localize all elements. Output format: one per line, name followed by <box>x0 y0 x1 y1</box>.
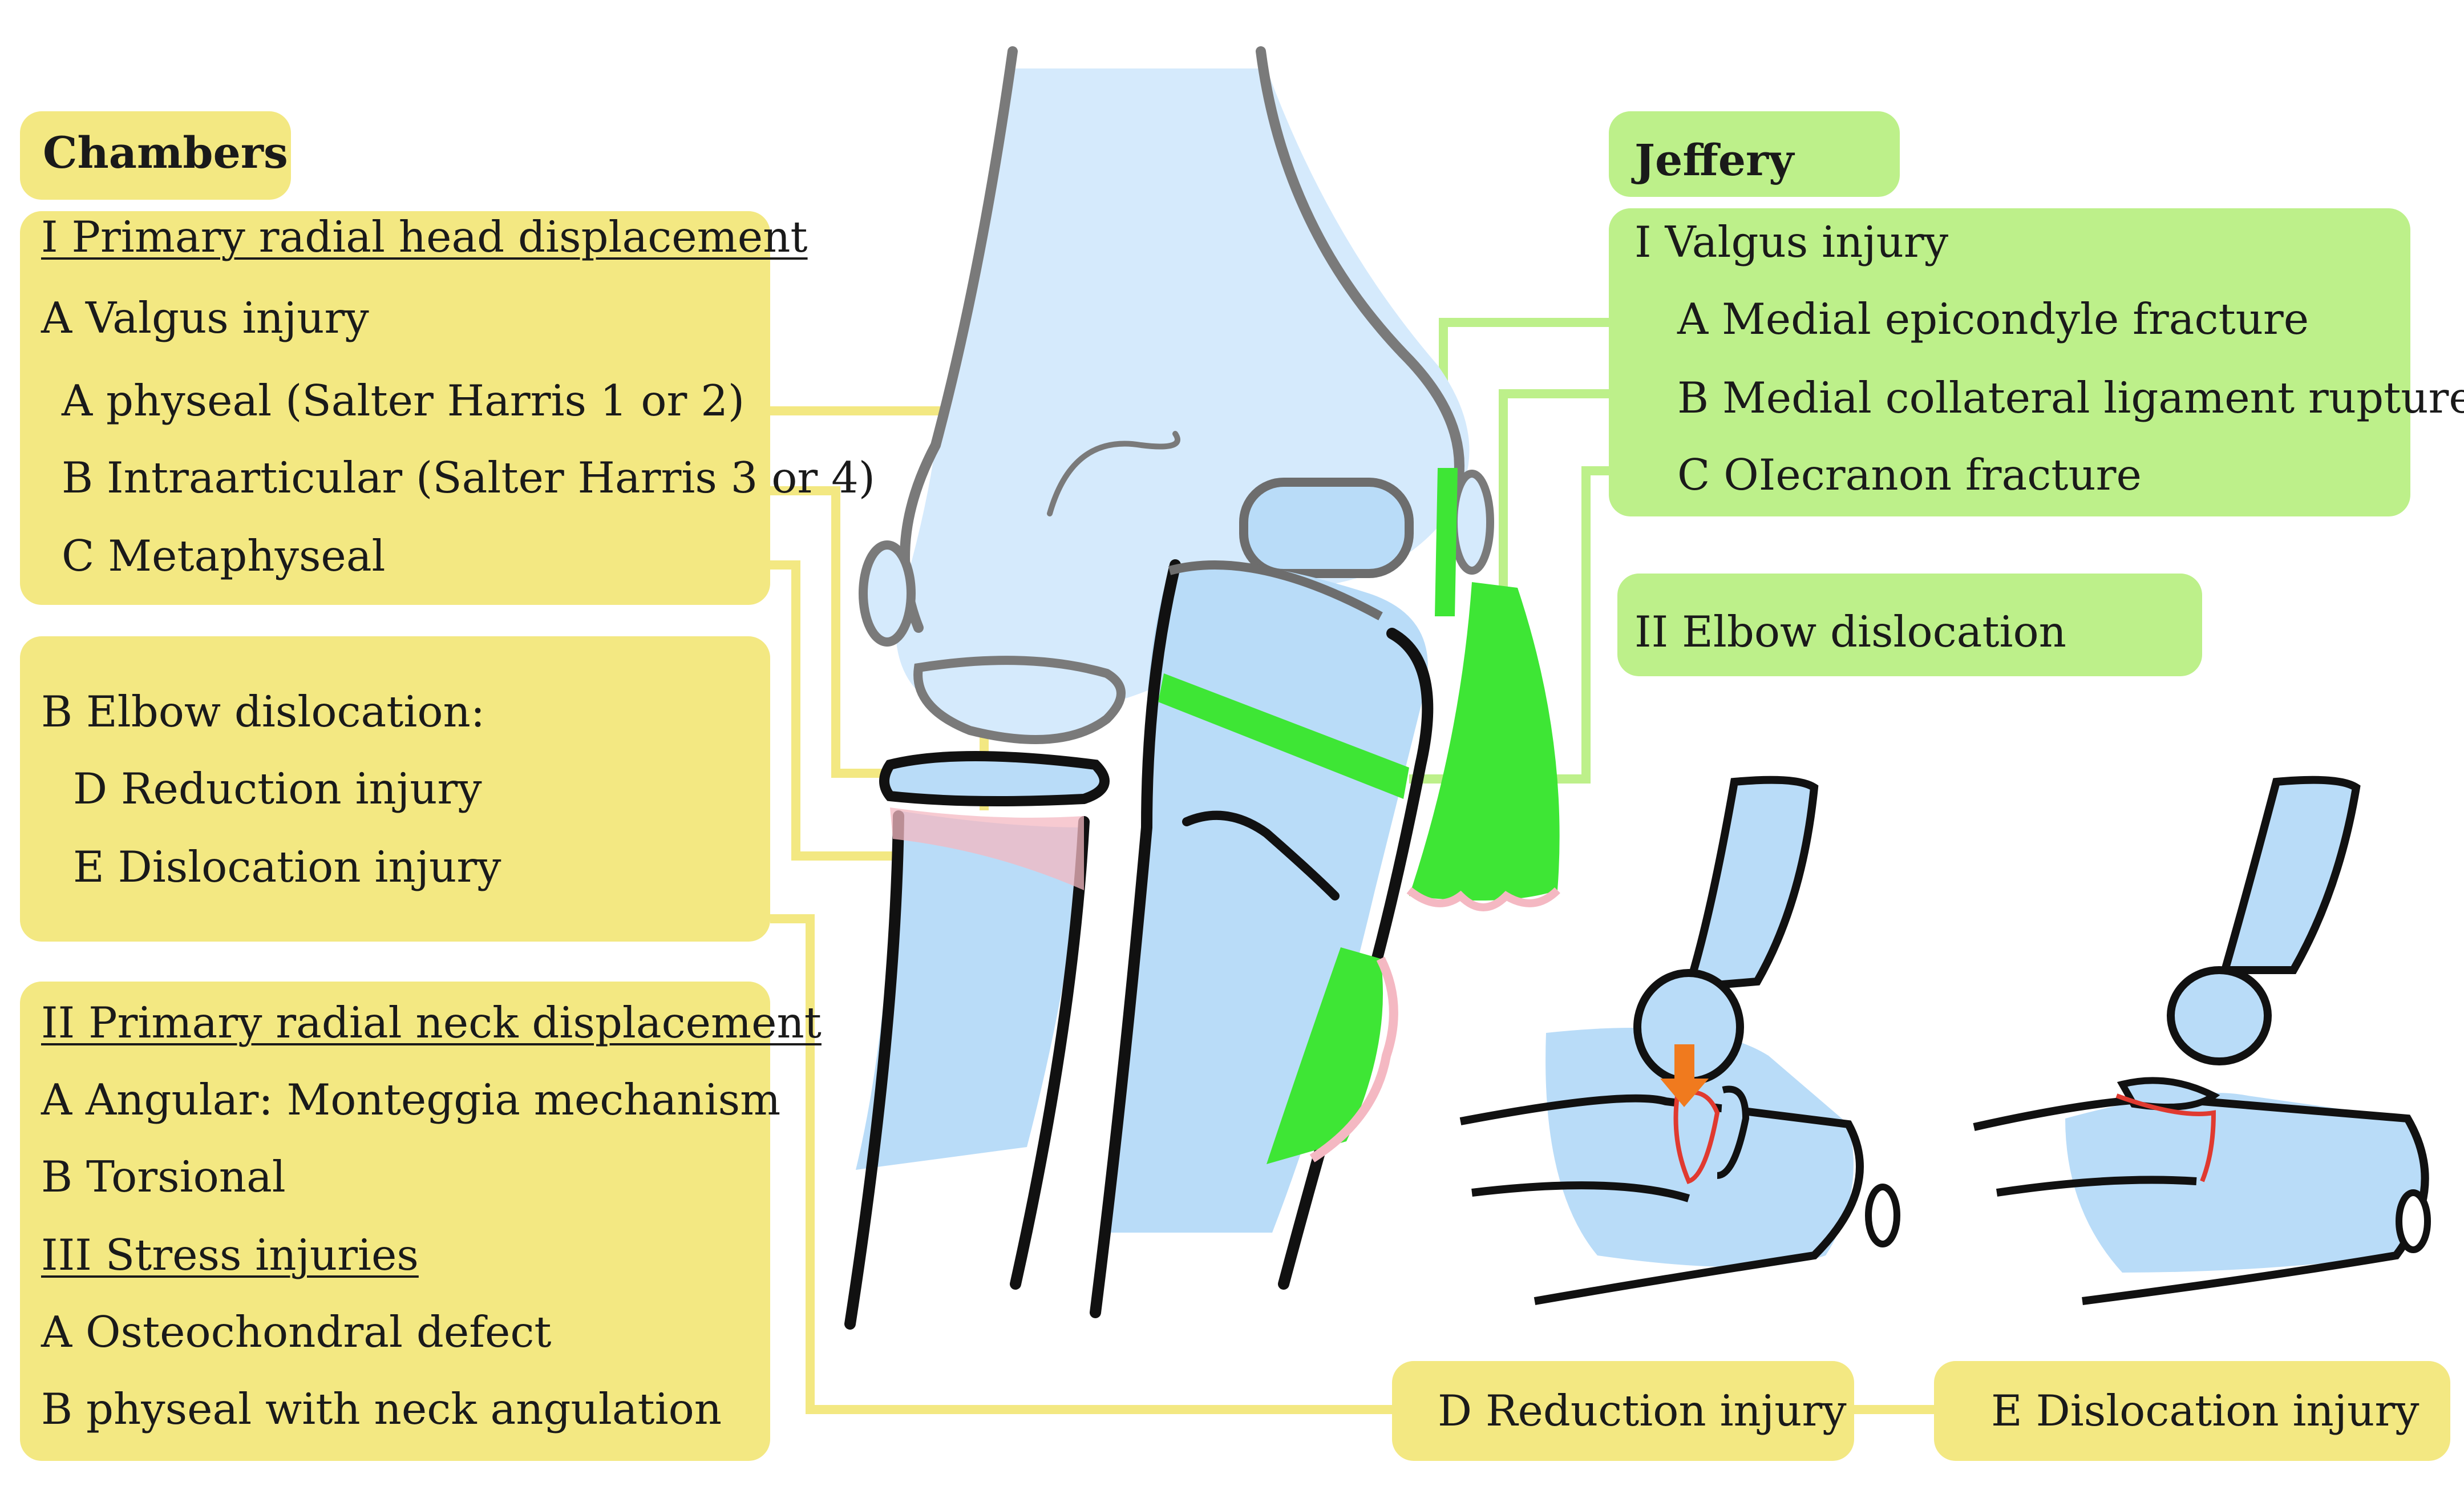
chambers-group2-heading: B Elbow dislocation: <box>41 687 485 737</box>
connector-reduction-injury <box>770 914 1392 1414</box>
chambers-group1-item: C Metaphyseal <box>62 531 386 581</box>
jeffery-group2-heading: II Elbow dislocation <box>1634 607 2066 657</box>
chambers-group3-subheading: III Stress injuries <box>41 1230 419 1280</box>
medial-epicondyle <box>1450 470 1494 575</box>
chambers-title: Chambers <box>43 127 288 178</box>
trochlea <box>1239 478 1414 578</box>
dislocation-injury-sketch <box>1973 776 2431 1305</box>
radius-head <box>879 751 1110 806</box>
chambers-group3-item: B Torsional <box>41 1152 286 1202</box>
capitellum <box>913 656 1126 744</box>
olecranon-fracture-line <box>1158 673 1409 799</box>
lateral-epicondyle <box>859 540 916 647</box>
jeffery-title: Jeffery <box>1634 135 1794 185</box>
jeffery-group1-item: C OIecranon fracture <box>1677 450 2142 500</box>
radius-shaft <box>856 810 1084 1170</box>
chambers-title-box <box>20 111 291 200</box>
chambers-group3-box <box>20 982 770 1461</box>
chambers-group1-item: A physeal (Salter Harris 1 or 2) <box>62 375 745 426</box>
orange-arrow <box>1660 1044 1709 1107</box>
dislocation-injury-label-box <box>1934 1361 2450 1461</box>
chambers-group3-heading: II Primary radial neck displacement <box>41 998 822 1048</box>
chambers-group1-box <box>20 211 770 605</box>
chambers-group3-subitem: A Osteochondral defect <box>41 1307 552 1357</box>
mcl-rupture <box>1409 582 1560 901</box>
medial-epicondyle-fracture <box>1435 468 1458 616</box>
dislocation-injury-label: E Dislocation injury <box>1991 1386 2420 1436</box>
jeffery-group2-box <box>1617 574 2202 676</box>
chambers-group2-item: D Reduction injury <box>73 764 482 814</box>
chambers-group3-subitem: B physeal with neck angulation <box>41 1384 722 1434</box>
chambers-group1-heading: I Primary radial head displacement <box>41 212 808 262</box>
chambers-group2-box <box>20 636 770 942</box>
physeal-band <box>890 807 1084 890</box>
chambers-group1-item: B Intraarticular (Salter Harris 3 or 4) <box>62 453 876 503</box>
chambers-group1-item: A Valgus injury <box>41 293 369 343</box>
chambers-group2-item: E Dislocation injury <box>73 842 501 892</box>
ulna <box>1101 563 1428 1233</box>
connector-metaphyseal <box>770 560 899 861</box>
reduction-injury-label-box <box>1392 1361 1854 1461</box>
ulna-stress-fracture <box>1267 947 1383 1164</box>
main-elbow-drawing <box>844 46 1560 1330</box>
jeffery-group1-item: A Medial epicondyle fracture <box>1677 294 2309 344</box>
chambers-group3-item: A Angular: Monteggia mechanism <box>41 1075 781 1125</box>
jeffery-group1-box <box>1609 208 2410 516</box>
jeffery-group1-item: B Medial collateral ligament rupture <box>1677 373 2464 423</box>
reduction-injury-label: D Reduction injury <box>1438 1386 1847 1436</box>
reduction-injury-sketch <box>1459 776 1900 1305</box>
jeffery-group1-heading: I Valgus injury <box>1634 217 1949 267</box>
jeffery-title-box <box>1609 111 1900 197</box>
